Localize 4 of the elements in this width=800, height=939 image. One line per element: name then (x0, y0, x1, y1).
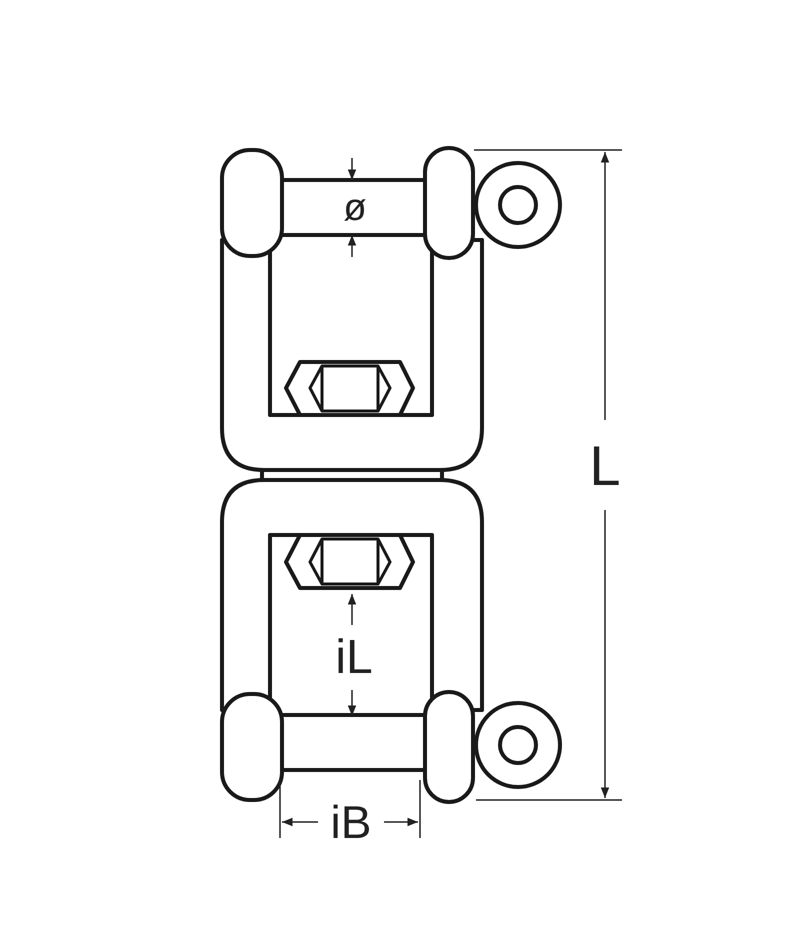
dimension-label: ø (343, 189, 367, 227)
dimension-label: iL (335, 634, 373, 682)
dimension-label: L (589, 438, 621, 494)
dimension-label: iB (330, 799, 372, 845)
